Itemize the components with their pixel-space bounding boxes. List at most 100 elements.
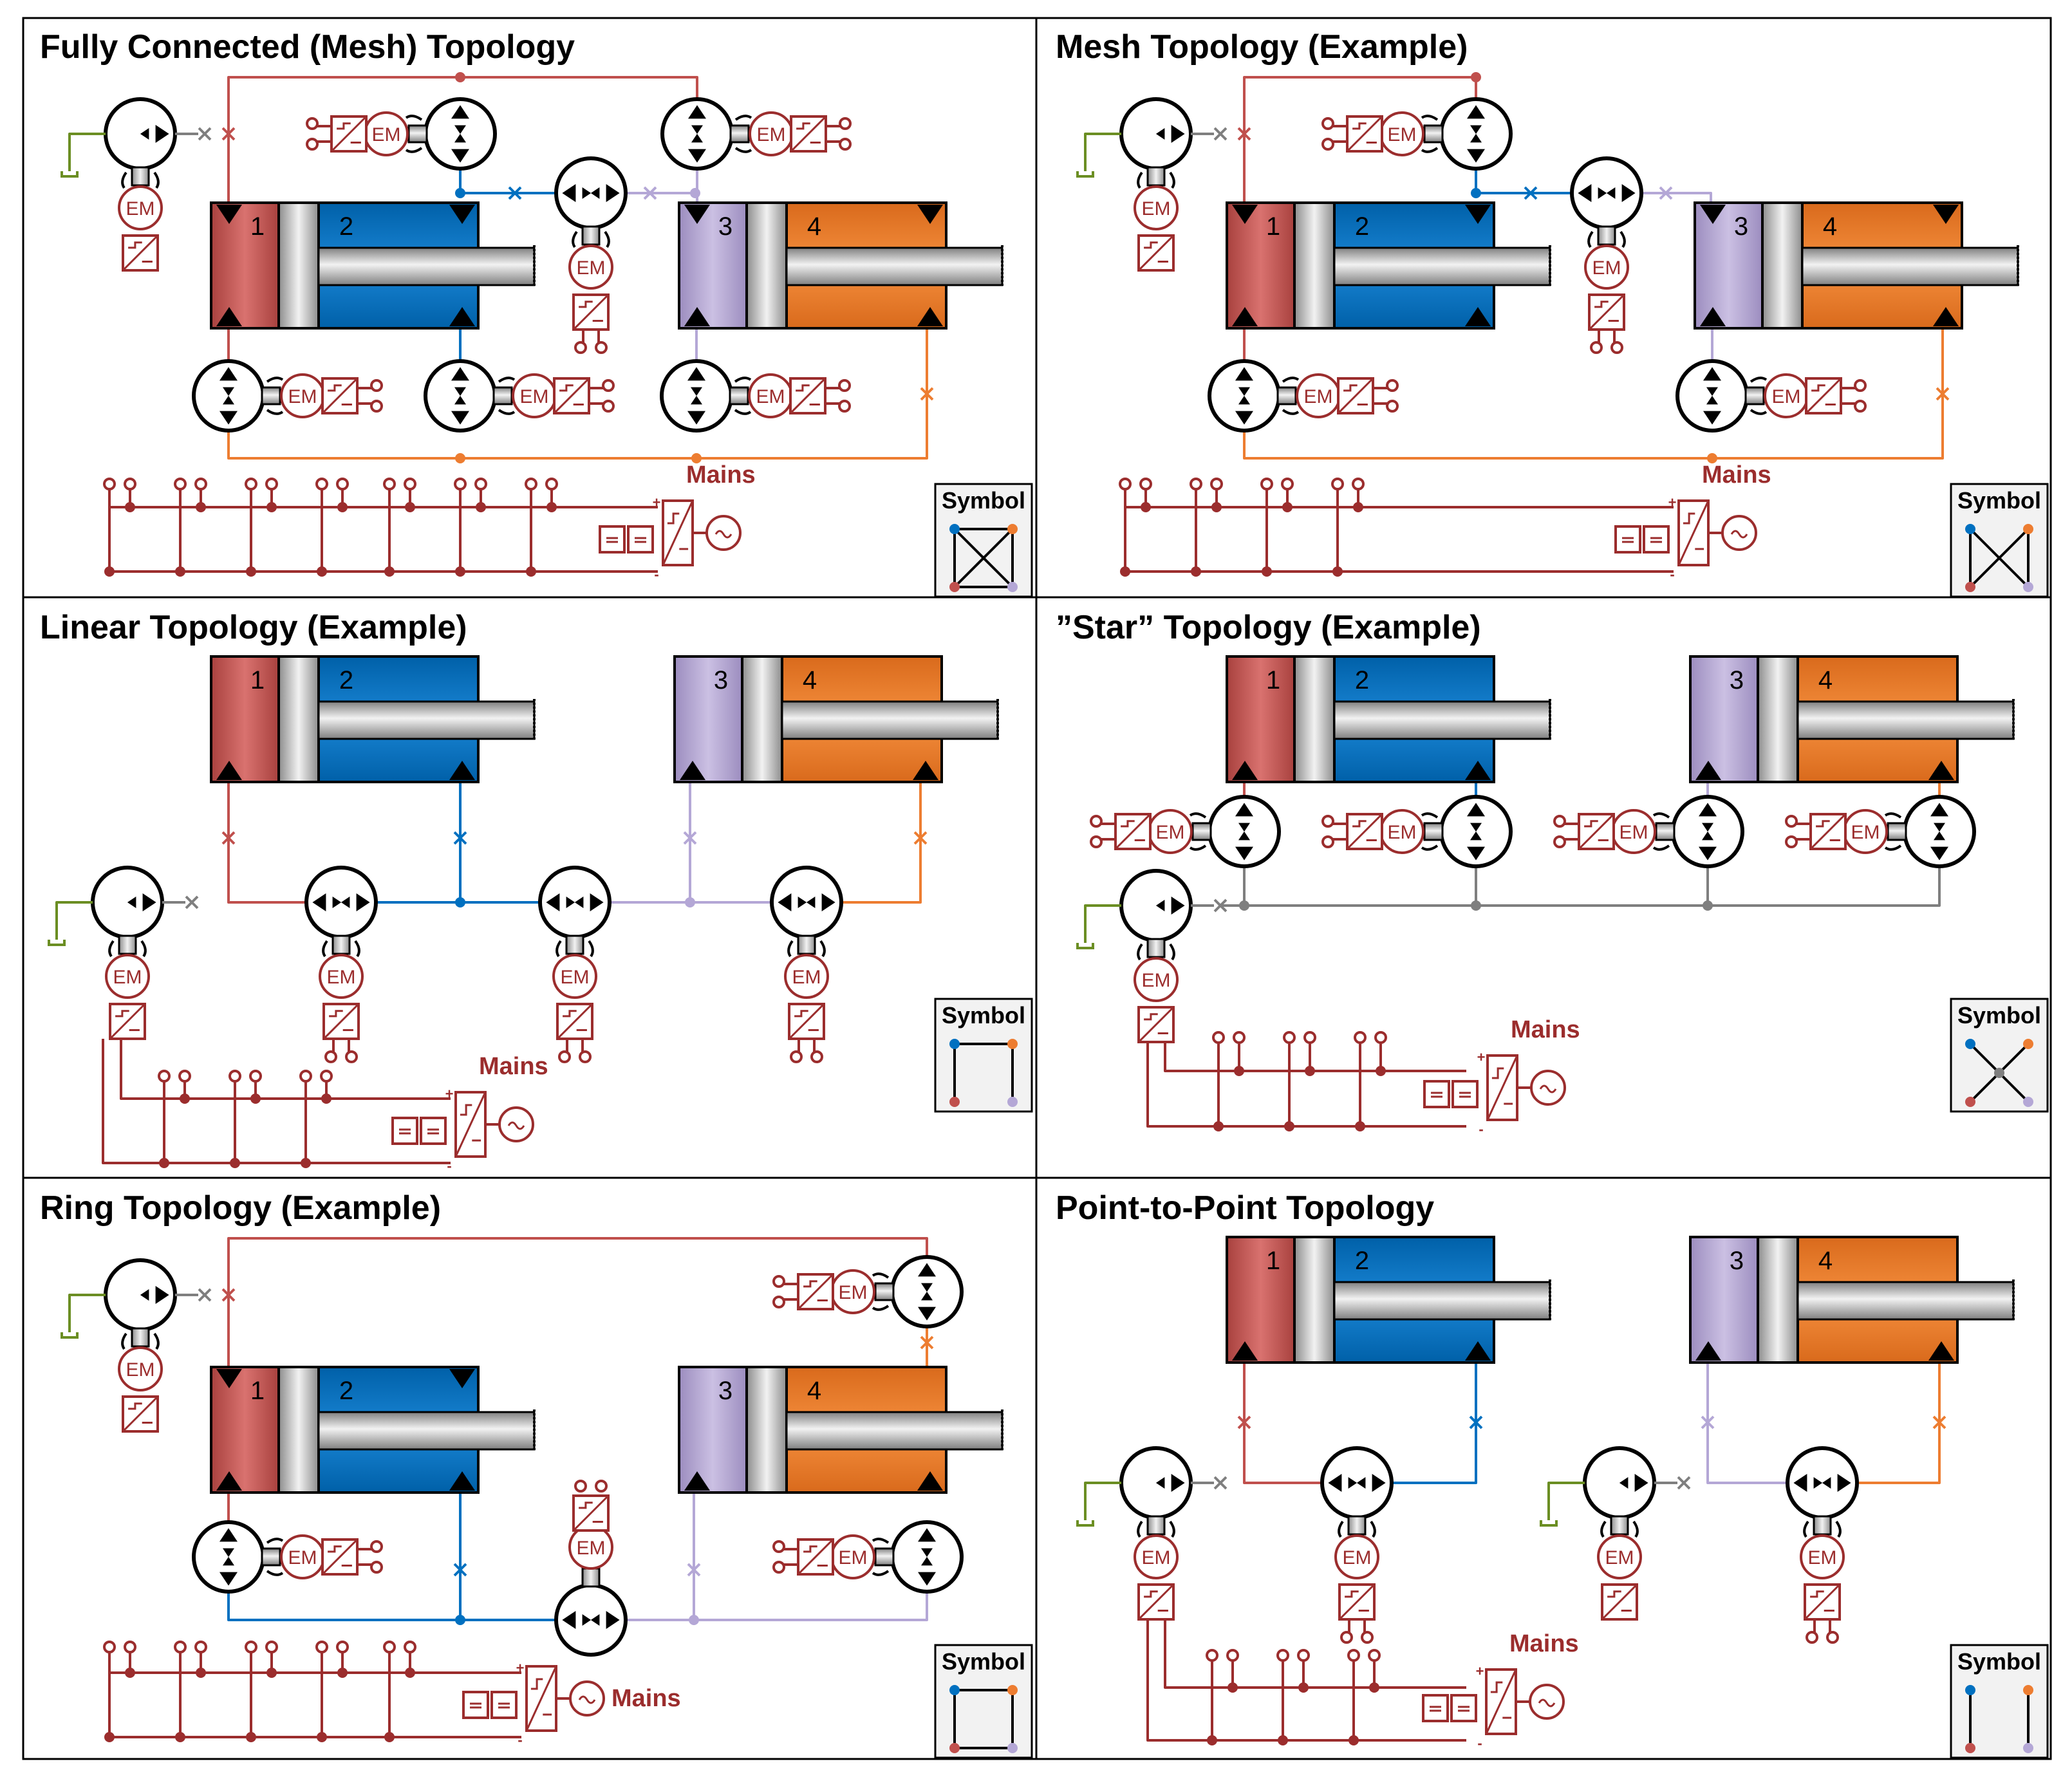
junction-dot — [1278, 1735, 1288, 1745]
hydraulic-line — [1643, 192, 1712, 203]
converter-icon — [122, 234, 159, 272]
terminal-icon — [1361, 1631, 1374, 1644]
chamber-3 — [1694, 201, 1764, 330]
junction-dot — [159, 1158, 169, 1168]
motor-label: EM — [1808, 1547, 1837, 1568]
chamber-number: 2 — [339, 212, 353, 241]
hydraulic-line — [1243, 1361, 1323, 1484]
terminal-icon — [158, 1070, 171, 1083]
power-bus — [1146, 1031, 1466, 1131]
piston-rod — [1333, 700, 1551, 740]
motor-label: EM — [1772, 386, 1801, 407]
chamber-number: 4 — [807, 1377, 821, 1405]
chamber-3 — [673, 655, 743, 783]
terminal-icon — [229, 1070, 241, 1083]
tank-icon — [1076, 1520, 1094, 1527]
pump-unit-icon — [660, 97, 734, 171]
converter-icon — [1805, 377, 1842, 414]
terminal-icon — [1331, 478, 1344, 490]
pump-unit-icon — [1903, 795, 1976, 868]
panel-title: Point-to-Point Topology — [1056, 1189, 1434, 1227]
hydraulic-line — [55, 901, 93, 940]
motor-label: EM — [1388, 822, 1417, 843]
terminal-icon — [245, 1641, 257, 1653]
junction-dot — [1207, 1735, 1217, 1745]
hydraulic-line — [1243, 322, 1944, 460]
drive-unit: EM — [1570, 156, 1643, 354]
motor-label: EM — [1343, 1547, 1372, 1568]
terminal-icon — [404, 478, 416, 490]
coupling-shaft — [1347, 1515, 1367, 1536]
pump-unit-icon — [304, 866, 378, 939]
terminal-icon — [103, 1641, 116, 1653]
coupling-shaft — [1610, 1515, 1629, 1536]
valve-cross-icon — [453, 1563, 467, 1577]
coupling-shaft — [1146, 938, 1166, 958]
mains-label: Mains — [611, 1685, 681, 1712]
pump-unit-icon — [554, 1583, 628, 1657]
terminal-icon — [265, 478, 278, 490]
valve-cross-icon — [1213, 1476, 1227, 1490]
junction-dot — [1227, 1682, 1238, 1693]
piston-rod — [785, 247, 1003, 286]
converter-icon — [1578, 813, 1615, 850]
pump-unit-icon — [1439, 97, 1513, 171]
junction-dot — [455, 188, 465, 198]
capacitor-icon — [391, 1117, 418, 1145]
plus-label: + — [653, 494, 661, 510]
converter-icon — [1137, 1006, 1175, 1043]
valve-cross-icon — [221, 831, 236, 845]
drive-unit: EM — [1320, 1446, 1394, 1644]
junction-dot — [455, 1615, 465, 1625]
chamber-1 — [210, 655, 280, 783]
power-bus: +-Mains — [1422, 1630, 1579, 1751]
supply-pump-unit: EM — [1540, 1446, 1691, 1621]
converter-icon — [1677, 499, 1710, 566]
terminal-icon — [1090, 835, 1103, 848]
terminal-icon — [1321, 138, 1334, 151]
panel-mesh_full: Fully Connected (Mesh) Topology — [40, 28, 575, 66]
power-bus: +-Mains — [103, 461, 756, 582]
pump-unit-icon — [91, 866, 164, 939]
electric-motor-icon: EM — [319, 954, 364, 999]
terminal-icon — [1283, 1031, 1296, 1044]
terminal-icon — [1303, 1031, 1316, 1044]
capacitor-icon — [627, 525, 654, 554]
coupling-shaft — [131, 1327, 150, 1348]
piston-rod — [785, 1411, 1003, 1451]
piston-rod — [317, 700, 536, 740]
junction-dot — [1376, 1066, 1386, 1076]
panel-mesh_example: Mesh Topology (Example) — [1056, 28, 1468, 66]
hydraulic-line — [1392, 1361, 1477, 1484]
chamber-number: 1 — [250, 1377, 265, 1405]
terminal-icon — [772, 1275, 785, 1288]
plus-label: + — [516, 1660, 525, 1676]
terminal-icon — [839, 138, 852, 151]
terminal-icon — [324, 1050, 337, 1063]
chamber-number: 2 — [1355, 1247, 1369, 1275]
terminal-icon — [595, 341, 608, 354]
terminal-icon — [1610, 341, 1623, 354]
junction-dot — [1298, 1682, 1309, 1693]
drive-unit: EM — [770, 866, 843, 1063]
terminal-icon — [579, 1050, 592, 1063]
motor-label: EM — [1388, 124, 1417, 145]
electric-motor-icon: EM — [748, 373, 793, 418]
motor-label: EM — [757, 124, 786, 145]
terminal-icon — [1281, 478, 1294, 490]
supply-pump-unit: EM — [61, 97, 212, 272]
terminal-icon — [1347, 1649, 1360, 1662]
electric-motor-icon: EM — [830, 1269, 875, 1314]
capacitor-icon — [420, 1117, 447, 1145]
supply-pump-unit: EM — [48, 866, 199, 1040]
capacitor-icon — [462, 1691, 489, 1719]
hydraulic-line — [1218, 864, 1941, 907]
coupling-shaft — [1191, 822, 1212, 841]
drive-unit: EM — [1090, 795, 1281, 868]
supply-pump-unit: EM — [1076, 869, 1227, 1043]
electric-motor-icon: EM — [118, 1346, 163, 1391]
terminal-icon — [574, 341, 587, 354]
